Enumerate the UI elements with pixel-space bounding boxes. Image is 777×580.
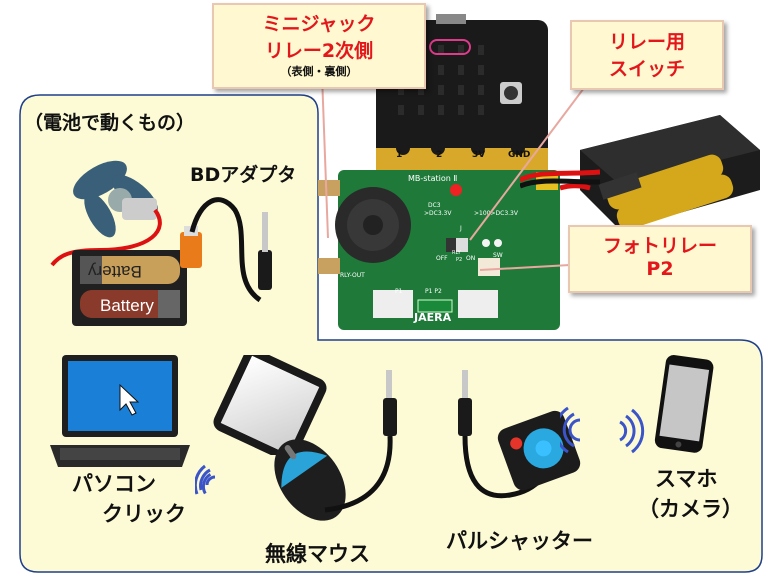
pin-label-3v: 3V — [472, 150, 486, 160]
wireless-mouse — [274, 439, 346, 521]
tablet — [213, 355, 327, 455]
board-silk-100: >100>DC3.3V — [474, 210, 518, 217]
label-battery-group: （電池で動くもの） — [24, 112, 196, 134]
board-silk-p1p2: P1 P2 — [425, 288, 442, 295]
board-silk-sw: SW — [493, 252, 503, 259]
pin-label-1: 1 — [396, 150, 403, 160]
board-silk-rly-out: RLY-OUT — [340, 272, 365, 279]
board-silk-p1: P1 — [395, 288, 403, 295]
wireless-waves-left — [195, 464, 216, 495]
minijack-lower — [318, 258, 340, 274]
callout-minijack-line3: （表側・裏側） — [280, 65, 358, 78]
battery-holder — [72, 250, 187, 326]
bd-adapter-cable — [180, 197, 272, 303]
microbit-edge-connector — [376, 148, 548, 170]
battery-label-bottom: Battery — [100, 296, 154, 315]
board-silk-off: OFF — [436, 255, 448, 262]
board-brand: JAERA — [414, 311, 452, 324]
callout-photorelay-line1: フォトリレー — [602, 235, 717, 257]
connector-right — [458, 290, 498, 318]
label-smartphone-line2: （カメラ） — [638, 497, 743, 521]
callout-relay-switch-line1: リレー用 — [608, 31, 685, 53]
callout-minijack-line2: リレー2次側 — [264, 40, 374, 62]
board-name: MB-station Ⅱ — [408, 174, 458, 183]
callout-minijack-line1: ミニジャック — [262, 13, 376, 35]
wireless-waves-right — [560, 406, 645, 454]
callout-minijack: ミニジャック リレー2次側 （表側・裏側） — [212, 3, 426, 89]
cable-to-battery — [520, 169, 600, 189]
board-pin-labels: 1 2 3V GND — [378, 150, 550, 166]
battery-case — [560, 115, 760, 230]
board-silk-dc3v: >DC3.3V — [424, 210, 452, 217]
label-bd-adapter: BDアダプタ — [190, 164, 297, 186]
pin-label-gnd: GND — [508, 150, 531, 160]
smartphone — [654, 355, 714, 453]
callout-relay-switch: リレー用 スイッチ — [570, 20, 724, 90]
callout-photorelay: フォトリレー P2 — [568, 225, 752, 293]
label-pc-click-line1: パソコン — [72, 472, 156, 496]
connector-left — [373, 290, 413, 318]
mouse-cable — [324, 370, 397, 513]
laptop — [50, 355, 190, 467]
label-pc-click-line2: クリック — [102, 502, 186, 526]
red-led — [450, 184, 462, 196]
label-wireless-mouse: 無線マウス — [265, 542, 370, 566]
board-silk-dc3: DC3 — [428, 202, 441, 209]
label-pulse-shutter: パルシャッター — [446, 529, 593, 553]
minijack-upper — [318, 180, 340, 196]
photorelay-chip — [478, 258, 500, 276]
fan-motor — [50, 160, 162, 267]
board-silk-p2: P2 — [456, 257, 463, 263]
label-smartphone-line1: スマホ — [655, 467, 718, 491]
callout-relay-switch-line2: スイッチ — [608, 58, 685, 80]
board-silk-on: ON — [466, 255, 476, 262]
board-silk-j: J — [460, 225, 462, 232]
pin-label-2: 2 — [436, 150, 443, 160]
board-silk-rly: RLY — [452, 250, 461, 256]
microbit-logo — [429, 39, 471, 55]
pulse-shutter-remote — [497, 410, 581, 491]
callout-photorelay-line2: P2 — [646, 258, 674, 280]
microbit-usb — [436, 14, 466, 24]
